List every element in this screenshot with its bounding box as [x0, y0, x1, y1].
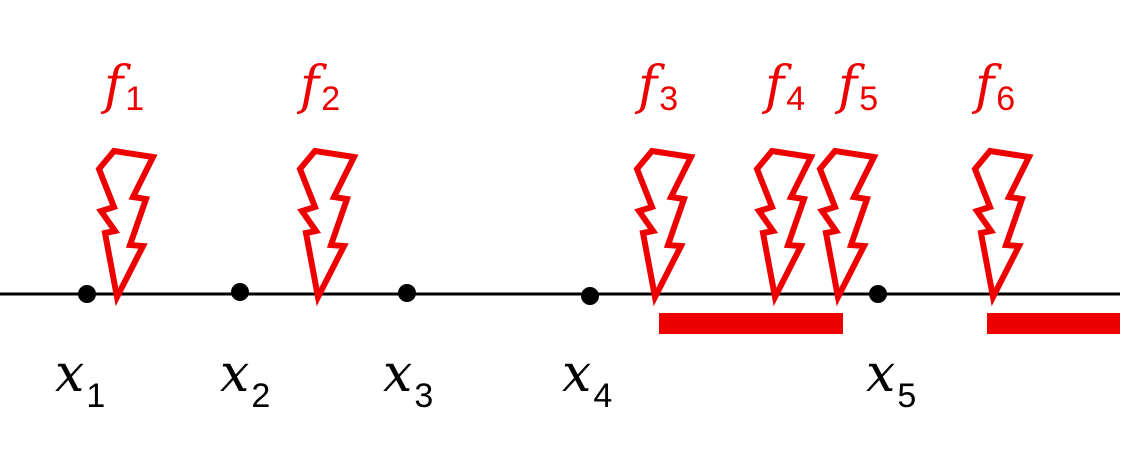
failure-interval-bar	[659, 313, 843, 334]
lightning-bolt-icon	[300, 151, 354, 297]
failure-label-f1: f1	[100, 56, 144, 118]
point-dot-x1	[78, 285, 96, 303]
failure-label-f6: f6	[971, 56, 1015, 118]
failure-label-f3: f3	[634, 56, 678, 118]
lightning-bolt-icon	[975, 151, 1029, 297]
point-label-x5: x5	[866, 344, 916, 415]
point-label-x1: x1	[55, 344, 105, 415]
lightning-bolt-icon	[637, 151, 691, 297]
failure-interval-bar	[987, 313, 1120, 334]
point-dot-x3	[398, 284, 416, 302]
failure-label-f5: f5	[834, 56, 878, 118]
lightning-bolt-icon	[757, 151, 811, 297]
failure-label-f4: f4	[761, 56, 805, 118]
point-label-x4: x4	[562, 344, 612, 415]
point-label-x3: x3	[383, 344, 433, 415]
failure-label-f2: f2	[296, 56, 340, 118]
point-dot-x4	[581, 287, 599, 305]
point-dot-x5	[869, 285, 887, 303]
lightning-bolt-icon	[820, 151, 874, 297]
point-label-x2: x2	[220, 344, 270, 415]
point-dot-x2	[231, 283, 249, 301]
lightning-bolt-icon	[99, 151, 153, 297]
